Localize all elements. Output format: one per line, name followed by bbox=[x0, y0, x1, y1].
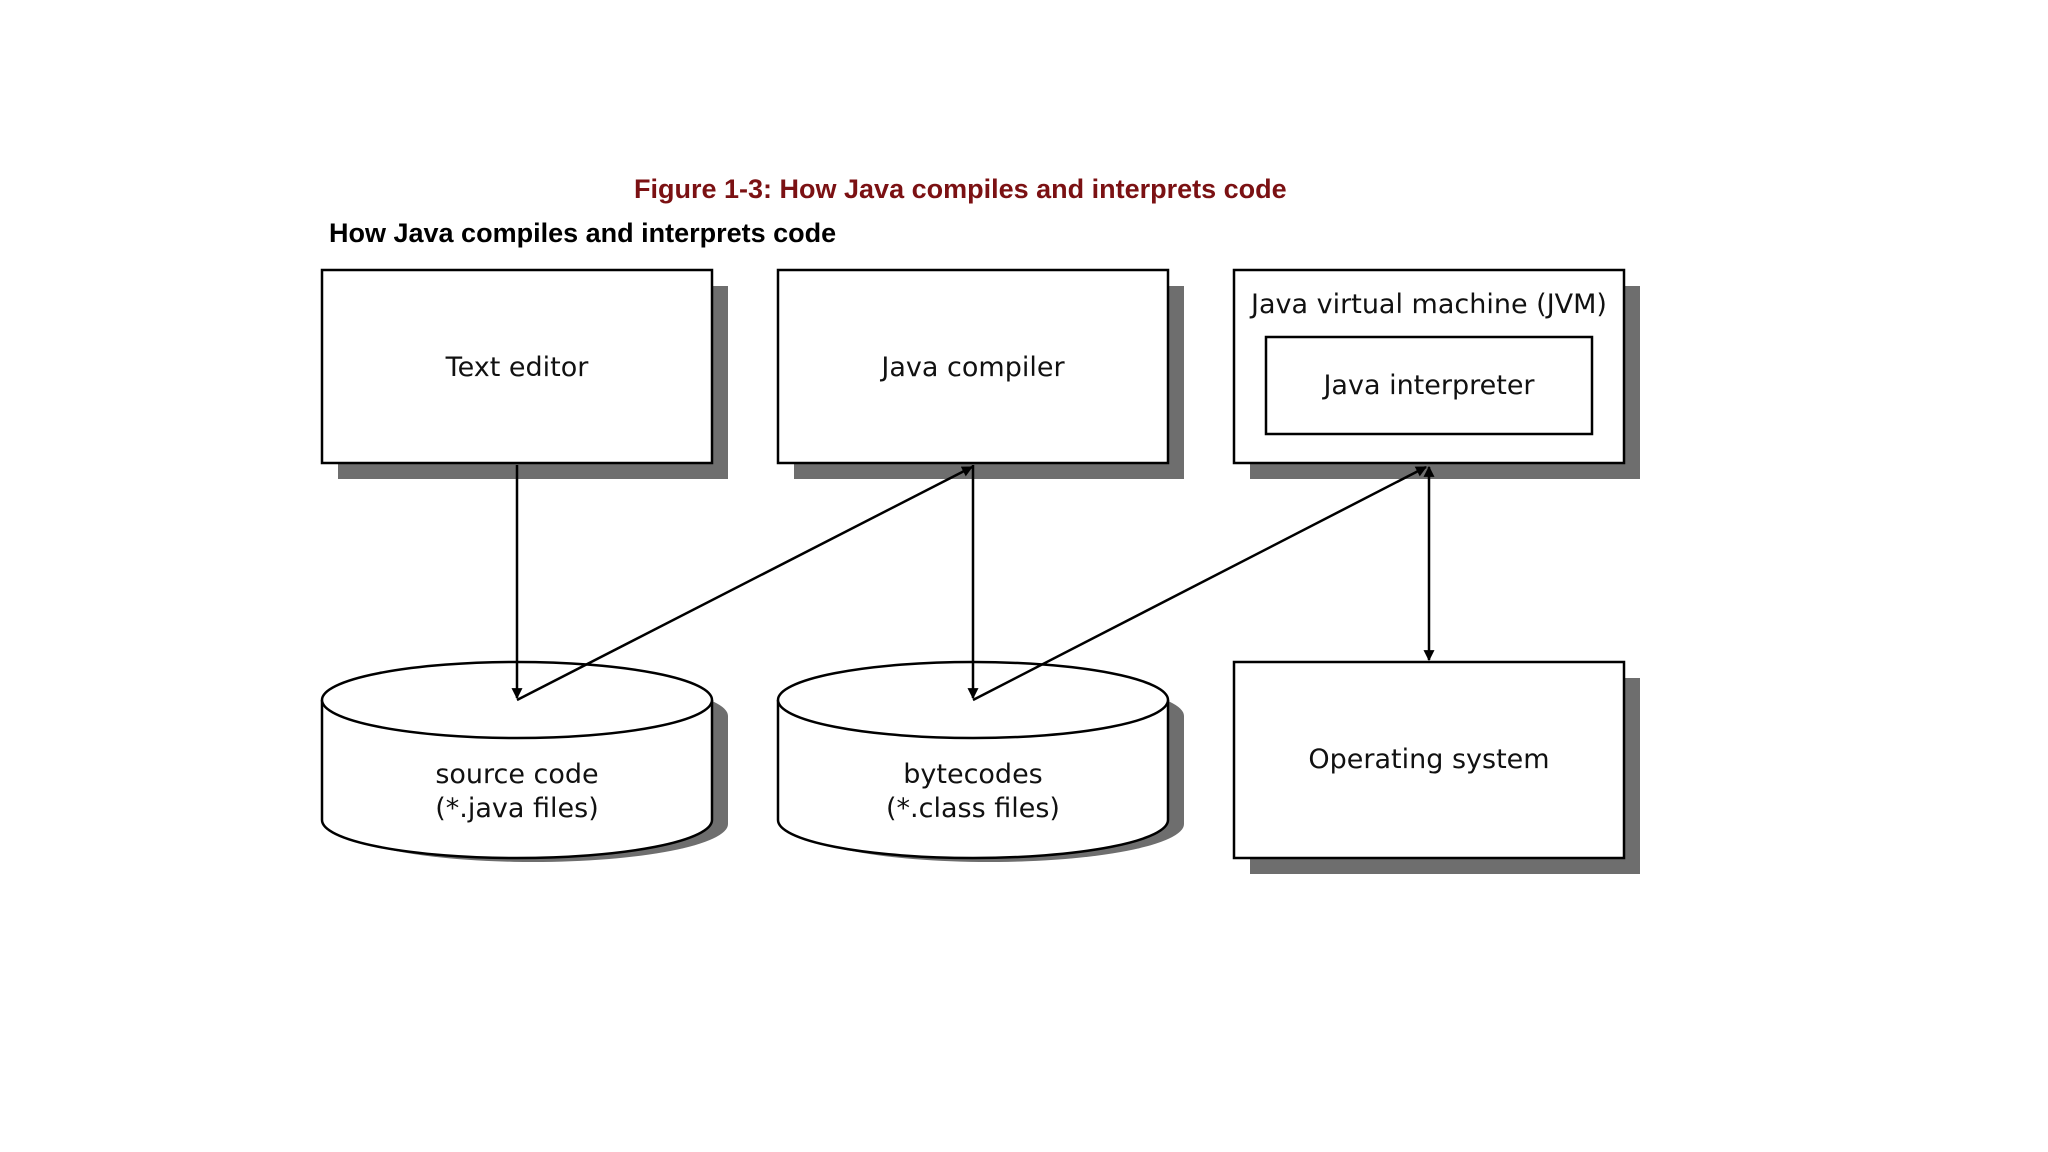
source-code-sublabel: (*.java files) bbox=[435, 793, 599, 824]
diagram-heading: How Java compiles and interprets code bbox=[329, 218, 837, 248]
jvm-node: Java virtual machine (JVM) Java interpre… bbox=[1232, 268, 1640, 479]
java-compiler-label: Java compiler bbox=[879, 352, 1065, 383]
operating-system-node: Operating system bbox=[1232, 660, 1640, 874]
java-compiler-box bbox=[776, 268, 1170, 465]
arrow-source-code-to-java-compiler bbox=[516, 465, 973, 702]
source-code-node: source code (*.java files) bbox=[320, 660, 728, 862]
java-compiler-node: Java compiler bbox=[776, 268, 1184, 479]
java-interpreter-label: Java interpreter bbox=[1321, 370, 1535, 401]
text-editor-box bbox=[320, 268, 714, 465]
source-code-cylinder bbox=[320, 700, 714, 860]
arrow-bytecodes-to-jvm bbox=[972, 465, 1427, 702]
operating-system-box bbox=[1232, 660, 1626, 860]
figure-caption: Figure 1-3: How Java compiles and interp… bbox=[634, 174, 1287, 204]
source-code-label: source code bbox=[435, 759, 598, 790]
bytecodes-label: bytecodes bbox=[903, 759, 1043, 790]
bytecodes-sublabel: (*.class files) bbox=[886, 793, 1060, 824]
text-editor-label: Text editor bbox=[445, 352, 590, 383]
bytecodes-cylinder bbox=[776, 700, 1170, 860]
text-editor-node: Text editor bbox=[320, 268, 728, 479]
connector-arrows bbox=[511, 465, 1435, 702]
jvm-label: Java virtual machine (JVM) bbox=[1249, 289, 1607, 320]
operating-system-label: Operating system bbox=[1308, 744, 1549, 775]
java-interpreter-box bbox=[1264, 335, 1594, 436]
bytecodes-node: bytecodes (*.class files) bbox=[776, 660, 1184, 862]
